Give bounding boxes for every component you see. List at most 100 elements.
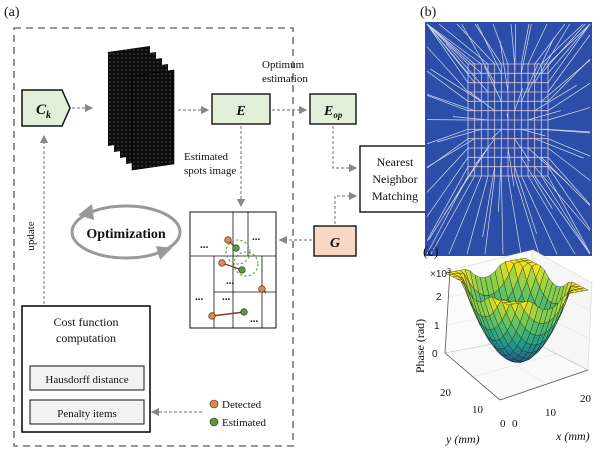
z-tick-2: 2 xyxy=(436,292,442,303)
phase-surface-plot: ×103 0 1 2 Phase (rad) 0 10 20 y (mm) 0 … xyxy=(413,249,593,446)
z-axis-label: Phase (rad) xyxy=(413,319,427,373)
displacement-ray xyxy=(541,23,586,74)
displacement-ray xyxy=(500,175,504,255)
displacement-ray xyxy=(437,128,482,143)
legend-detected-marker xyxy=(209,399,219,409)
displacement-ray xyxy=(482,166,496,237)
displacement-ray xyxy=(547,138,591,157)
displacement-ray xyxy=(426,23,482,74)
displacement-ray xyxy=(456,23,495,65)
displacement-ray xyxy=(484,65,502,102)
search-radius-circle-1 xyxy=(225,239,251,265)
nearest-neighbor-matching-node: Nearest Neighbor Matching xyxy=(359,145,431,213)
y-axis-label: y (mm) xyxy=(445,432,480,446)
z-tick-1: 1 xyxy=(434,321,440,332)
displacement-ray xyxy=(426,23,475,65)
arrow-g-to-matching xyxy=(334,191,358,224)
legend-detected-label: Detected xyxy=(222,399,262,411)
displacement-ray xyxy=(547,23,591,74)
displacement-ray xyxy=(527,110,562,121)
displacement-ray xyxy=(541,23,584,65)
spot-matching-grid: ... ... ... ... ... ... xyxy=(189,211,277,329)
estimated-spots-image-stack xyxy=(108,46,175,171)
displacement-ray xyxy=(510,23,516,65)
z-scale-label: ×103 xyxy=(430,268,451,280)
grid-ellipsis: ... xyxy=(222,291,231,303)
displacement-ray xyxy=(521,62,539,102)
optimization-loop: Optimization xyxy=(70,204,182,260)
displacement-ray xyxy=(484,175,496,255)
e-node: E xyxy=(211,93,271,125)
displacement-ray xyxy=(499,40,509,93)
displacement-ray xyxy=(547,175,591,254)
legend-estimated-marker xyxy=(209,417,219,427)
matching-line2: Neighbor xyxy=(372,172,417,186)
displacement-ray xyxy=(491,129,502,140)
update-label: update xyxy=(25,221,37,250)
displacement-ray xyxy=(547,128,591,133)
y-tick-0: 0 xyxy=(500,418,506,430)
svg-text:Eop: Eop xyxy=(323,104,343,120)
ck-subscript: k xyxy=(46,110,51,121)
estimated-spot xyxy=(238,266,246,274)
displacement-ray xyxy=(547,166,591,230)
displacement-ray xyxy=(461,23,495,83)
displacement-ray xyxy=(527,23,548,65)
grid-ellipsis: ... xyxy=(252,231,261,243)
displacement-ray xyxy=(448,175,482,255)
estimated-spot xyxy=(232,244,240,252)
g-node: G xyxy=(313,225,357,257)
x-tick-20: 20 xyxy=(580,393,592,405)
matching-line1: Nearest xyxy=(377,155,414,169)
penalty-box xyxy=(29,399,145,425)
displacement-ray xyxy=(426,94,475,111)
x-tick-0: 0 xyxy=(512,418,518,430)
grid-ellipsis: ... xyxy=(195,291,204,303)
displacement-ray xyxy=(474,23,502,65)
displacement-ray xyxy=(426,70,469,102)
displacement-ray xyxy=(520,23,532,74)
displacement-ray xyxy=(426,166,469,242)
x-tick-10: 10 xyxy=(545,407,557,419)
penalty-label: Penalty items xyxy=(57,408,117,420)
estimated-spots-caption-line1: Estimated xyxy=(184,151,228,163)
cost-title-line1: Cost function xyxy=(54,315,119,329)
detected-spot xyxy=(208,312,216,320)
arrow-eop-to-matching xyxy=(332,126,358,173)
optimization-label: Optimization xyxy=(86,227,166,242)
displacement-ray xyxy=(547,83,591,111)
legend-estimated-label: Estimated xyxy=(222,417,266,429)
displacement-ray xyxy=(527,175,576,255)
displacement-ray xyxy=(534,138,584,159)
displacement-ray xyxy=(452,116,489,121)
panel-c-label: (c) xyxy=(423,245,439,260)
displacement-ray xyxy=(547,23,591,83)
displacement-ray xyxy=(507,147,515,187)
estimated-spots-caption-line2: spots image xyxy=(184,165,236,177)
eop-label: E xyxy=(323,104,333,119)
displacement-ray xyxy=(426,157,469,217)
displacement-ray xyxy=(426,138,475,168)
displacement-ray xyxy=(426,23,469,83)
spot-legend: Detected Estimated xyxy=(209,399,266,429)
displacement-ray xyxy=(426,23,475,83)
e-label: E xyxy=(235,104,245,119)
displacement-ray xyxy=(430,175,475,255)
y-tick-20: 20 xyxy=(440,387,452,399)
x-axis-label: x (mm) xyxy=(555,429,590,443)
displacement-ray xyxy=(466,175,489,255)
hausdorff-label: Hausdorff distance xyxy=(45,374,128,386)
search-radius-circle-2 xyxy=(233,251,259,277)
displacement-ray xyxy=(534,23,566,65)
displacement-ray xyxy=(426,46,469,93)
matching-line3: Matching xyxy=(372,189,418,203)
estimated-spot xyxy=(240,308,248,316)
cost-function-block: Cost function computation Hausdorff dist… xyxy=(21,305,151,433)
displacement-ray xyxy=(426,23,482,65)
detected-spot xyxy=(258,285,266,293)
displacement-ray xyxy=(426,147,469,193)
grid-ellipsis: ... xyxy=(226,275,235,287)
g-label: G xyxy=(330,236,340,251)
displacement-ray xyxy=(547,147,591,181)
